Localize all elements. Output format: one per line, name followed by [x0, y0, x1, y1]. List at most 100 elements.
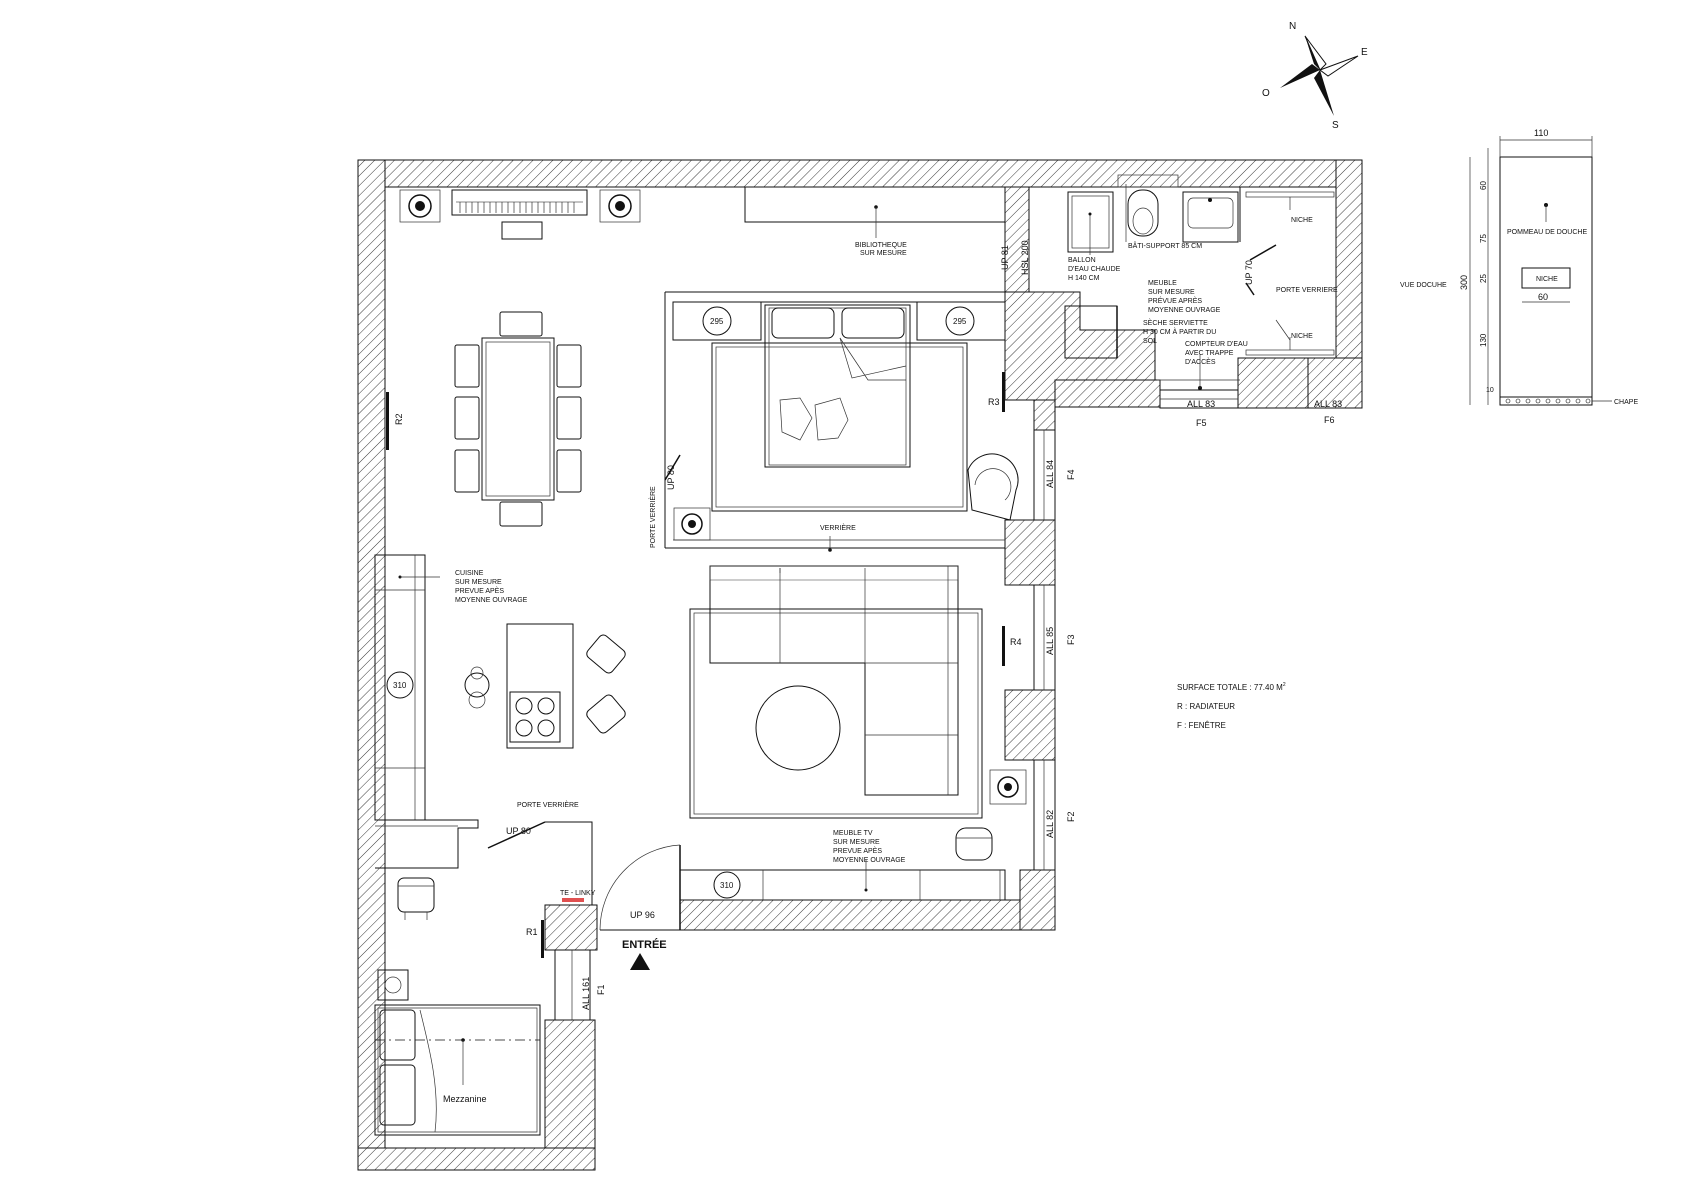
window-f5-label: F5 [1196, 418, 1207, 428]
linky-marker [562, 898, 584, 902]
top-furniture [399, 186, 1006, 240]
entry [374, 821, 681, 1136]
shower-h75: 75 [1479, 234, 1488, 243]
bedroom [664, 291, 1019, 552]
dim-all83-f5: ALL 83 [1187, 399, 1215, 409]
label-ballon-3: H 140 CM [1068, 275, 1100, 282]
label-compteur-2: AVEC TRAPPE [1185, 350, 1234, 357]
radiator-r1-label: R1 [526, 927, 538, 937]
dim-all82: ALL 82 [1045, 810, 1055, 838]
label-porte-verriere-entree: PORTE VERRIÈRE [517, 800, 579, 809]
kitchen [374, 554, 626, 920]
label-compteur-1: COMPTEUR D'EAU [1185, 341, 1248, 348]
label-compteur-3: D'ACCÈS [1185, 357, 1216, 366]
window-f6-label: F6 [1324, 415, 1335, 425]
label-seche-1: SÈCHE SERVIETTE [1143, 318, 1208, 327]
walls [357, 159, 1363, 1171]
label-te-linky: TE - LINKY [560, 890, 596, 897]
chair [586, 634, 626, 674]
dim-up80-entree: UP 80 [506, 826, 531, 836]
label-entree: ENTRÉE [622, 938, 667, 951]
label-mezzanine: Mezzanine [443, 1094, 487, 1104]
label-seche-2: H 30 CM À PARTIR DU [1143, 327, 1216, 336]
shower-width: 110 [1534, 128, 1548, 138]
label-niche-top: NICHE [1291, 217, 1313, 224]
shower-title: VUE DOCUHE [1400, 282, 1447, 289]
bathroom [1064, 174, 1335, 390]
shower-chape: CHAPE [1614, 399, 1638, 406]
living-room [679, 565, 1027, 901]
shower-h10: 10 [1486, 387, 1494, 394]
shower-height-total: 300 [1459, 275, 1469, 290]
label-meuble-sdb-2: SUR MESURE [1148, 289, 1195, 296]
legend-surface: SURFACE TOTALE : 77.40 M2 [1177, 682, 1286, 692]
label-meuble-tv-1: MEUBLE TV [833, 830, 873, 837]
dining-table [454, 311, 582, 527]
compass-south: S [1332, 120, 1339, 131]
window-f3-label: F3 [1066, 634, 1076, 645]
label-meuble-sdb-3: PRÉVUE APRÈS [1148, 296, 1202, 305]
label-meuble-sdb-4: MOYENNE OUVRAGE [1148, 307, 1221, 314]
label-cuisine-3: PREVUE APÈS [455, 586, 504, 595]
window-f1-label: F1 [596, 984, 606, 995]
label-porte-verriere-sdb: PORTE VERRIERE [1276, 287, 1338, 294]
shower-elevation: VUE DOCUHE 110 300 60 75 25 130 10 POMME… [1400, 128, 1638, 406]
label-cuisine-1: CUISINE [455, 570, 484, 577]
windows [554, 389, 1239, 1021]
height-310-kitchen: 310 [393, 681, 407, 690]
compass-west: O [1262, 88, 1270, 99]
window-f4-label: F4 [1066, 469, 1076, 480]
chair [586, 694, 626, 734]
dim-up80-chambre: UP 80 [666, 465, 676, 490]
label-meuble-sdb-1: MEUBLE [1148, 280, 1177, 287]
legend: SURFACE TOTALE : 77.40 M2 R : RADIATEUR … [1177, 682, 1286, 730]
shower-niche-width: 60 [1538, 292, 1548, 302]
dim-up96: UP 96 [630, 910, 655, 920]
armchair [967, 453, 1019, 521]
chair [955, 827, 993, 861]
shower-h60: 60 [1479, 181, 1488, 190]
label-porte-verriere-chambre: PORTE VERRIÈRE [648, 486, 657, 548]
label-seche-3: SOL [1143, 338, 1157, 345]
compass-north: N [1289, 21, 1296, 32]
shower-h25: 25 [1479, 274, 1488, 283]
dim-all85: ALL 85 [1045, 627, 1055, 655]
label-verriere: VERRIÈRE [820, 523, 856, 532]
label-meuble-tv-4: MOYENNE OUVRAGE [833, 857, 906, 864]
label-cuisine-4: MOYENNE OUVRAGE [455, 597, 528, 604]
compass-rose: N E S O [1262, 21, 1368, 131]
dim-up70: UP 70 [1244, 260, 1254, 285]
radiator-r3-label: R3 [988, 397, 1000, 407]
compass-east: E [1361, 47, 1368, 58]
label-cuisine-2: SUR MESURE [455, 579, 502, 586]
plant-icon [399, 189, 441, 223]
label-ballon-1: BALLON [1068, 257, 1096, 264]
radiator-r2 [386, 392, 389, 450]
plant-icon [989, 769, 1027, 805]
dim-all161: ALL 161 [581, 977, 591, 1010]
label-niche-bottom: NICHE [1291, 333, 1313, 340]
height-295-left: 295 [710, 317, 724, 326]
dim-up81: UP 81 [1000, 245, 1010, 270]
radiator-r2-label: R2 [394, 413, 404, 425]
stool [464, 666, 490, 709]
radiator-r4-label: R4 [1010, 637, 1022, 647]
dim-all83-f6: ALL 83 [1314, 399, 1342, 409]
label-meuble-tv-3: PREVUE APÈS [833, 846, 882, 855]
label-meuble-tv-2: SUR MESURE [833, 839, 880, 846]
chair [397, 877, 435, 920]
dim-hsl200: HSL 200 [1020, 240, 1030, 275]
label-ballon-2: D'EAU CHAUDE [1068, 266, 1121, 273]
label-bibliotheque-1: BIBLIOTHEQUE [855, 242, 907, 249]
label-bibliotheque-2: SUR MESURE [860, 250, 907, 257]
shower-h130: 130 [1479, 333, 1488, 347]
height-295-right: 295 [953, 317, 967, 326]
legend-fenetre: F : FENÊTRE [1177, 721, 1226, 730]
labels: BIBLIOTHEQUE SUR MESURE BALLON D'EAU CHA… [393, 184, 1342, 1104]
shower-niche: NICHE [1536, 276, 1558, 283]
height-310-tv: 310 [720, 881, 734, 890]
shower-pommeau: POMMEAU DE DOUCHE [1507, 229, 1587, 236]
plant-icon [673, 507, 711, 541]
dim-all84: ALL 84 [1045, 460, 1055, 488]
